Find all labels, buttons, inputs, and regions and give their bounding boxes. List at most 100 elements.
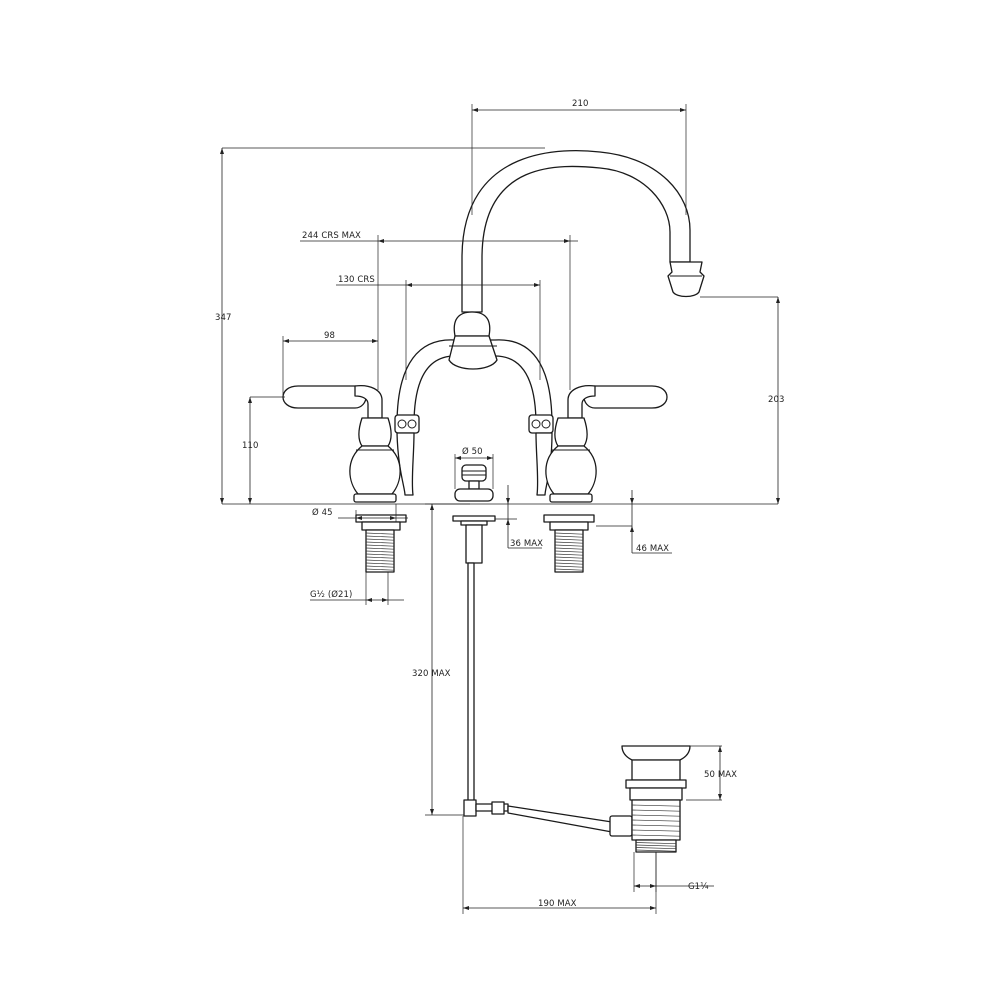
dimension-arrowhead (564, 239, 570, 243)
thread-line (554, 541, 584, 544)
left-pillar (282, 384, 407, 573)
thread-line (365, 562, 395, 565)
dimension-arrowhead (356, 516, 362, 520)
waste-linkage (507, 805, 613, 833)
dimension-arrowhead (630, 526, 634, 532)
dimension-lines (221, 104, 779, 914)
dimension-arrowhead (534, 283, 540, 287)
thread-line (554, 565, 584, 568)
bridge-hub (453, 311, 491, 337)
dimension-arrowhead (506, 519, 510, 525)
thread-line (554, 556, 584, 559)
thread-line (554, 544, 584, 547)
left-lever-handle (282, 385, 367, 409)
dimension-labels: 210 347 244 CRS MAX 130 CRS 98 110 203 Ø… (215, 99, 785, 909)
thread-line (631, 824, 681, 827)
thread-line (554, 562, 584, 565)
thread-line (554, 547, 584, 550)
label-handle-height: 110 (242, 441, 259, 451)
thread-hatching (365, 532, 681, 852)
dimension-arrowhead (382, 598, 388, 602)
dimension-arrowhead (248, 397, 252, 403)
thread-line (554, 550, 584, 553)
thread-line (365, 550, 395, 553)
waste-flange (621, 745, 691, 761)
label-base-diameter: Ø 45 (312, 507, 333, 518)
dimension-arrowhead (455, 456, 461, 460)
label-rod-length: 320 MAX (412, 669, 451, 679)
pop-up-rod (467, 562, 475, 804)
dimension-arrowhead (220, 498, 224, 504)
label-pillar-centres: 130 CRS (338, 275, 375, 285)
thread-line (554, 532, 584, 535)
thread-line (554, 568, 584, 571)
dimension-arrowhead (430, 809, 434, 815)
thread-line (365, 559, 395, 562)
thread-line (554, 535, 584, 538)
thread-line (365, 568, 395, 571)
label-waste-thread: G1¼ (688, 882, 709, 892)
label-spout-reach: 210 (572, 99, 589, 109)
thread-line (631, 814, 681, 817)
dimension-arrowhead (378, 239, 384, 243)
thread-line (554, 553, 584, 556)
dimension-arrowhead (506, 498, 510, 504)
spout-aerator (667, 261, 705, 298)
thread-line (631, 809, 681, 812)
dimension-arrowhead (283, 339, 289, 343)
label-tail-thread: G½ (Ø21) (310, 589, 352, 600)
thread-line (631, 834, 681, 837)
dimension-arrowhead (630, 498, 634, 504)
spout (461, 149, 705, 313)
label-handle-centres: 244 CRS MAX (302, 231, 361, 241)
thread-line (365, 535, 395, 538)
dimension-arrowhead (776, 498, 780, 504)
right-pillar (543, 384, 668, 573)
thread-line (365, 547, 395, 550)
dimension-arrowhead (634, 884, 640, 888)
dimension-arrowhead (680, 108, 686, 112)
dimension-arrowhead (776, 297, 780, 303)
dimension-arrowhead (472, 108, 478, 112)
thread-line (365, 565, 395, 568)
thread-line (365, 538, 395, 541)
label-outlet-height: 203 (768, 395, 785, 405)
label-overall-height: 347 (215, 313, 232, 323)
label-waste-offset: 190 MAX (538, 899, 577, 909)
thread-line (554, 559, 584, 562)
label-deck-thickness: 46 MAX (636, 544, 669, 554)
thread-line (631, 829, 681, 832)
thread-line (554, 538, 584, 541)
dimension-arrowhead (718, 746, 722, 752)
dimension-arrowhead (248, 498, 252, 504)
dimension-arrowhead (487, 456, 493, 460)
thread-line (635, 847, 677, 850)
bridge-knuckle-left (394, 414, 420, 434)
dimension-arrowhead (406, 283, 412, 287)
dimension-arrowhead (650, 906, 656, 910)
thread-line (631, 819, 681, 822)
thread-line (365, 556, 395, 559)
thread-line (635, 842, 677, 845)
dimension-arrowhead (718, 794, 722, 800)
thread-line (631, 804, 681, 807)
label-knob-diameter: Ø 50 (462, 446, 483, 457)
dimension-arrowhead (366, 598, 372, 602)
label-pop-up-deck: 36 MAX (510, 539, 543, 549)
dimension-arrowhead (650, 884, 656, 888)
thread-line (365, 553, 395, 556)
dimension-arrowhead (390, 516, 396, 520)
label-handle-offset: 98 (324, 331, 335, 341)
dimension-arrows (220, 108, 780, 910)
bridge-arch (394, 311, 554, 496)
label-flange-height: 50 MAX (704, 770, 737, 780)
dimension-arrowhead (220, 148, 224, 154)
thread-line (365, 532, 395, 535)
pop-up-knob (452, 464, 509, 817)
thread-line (365, 541, 395, 544)
thread-line (365, 544, 395, 547)
thread-line (635, 849, 677, 852)
thread-line (635, 844, 677, 847)
dimension-arrowhead (430, 504, 434, 510)
